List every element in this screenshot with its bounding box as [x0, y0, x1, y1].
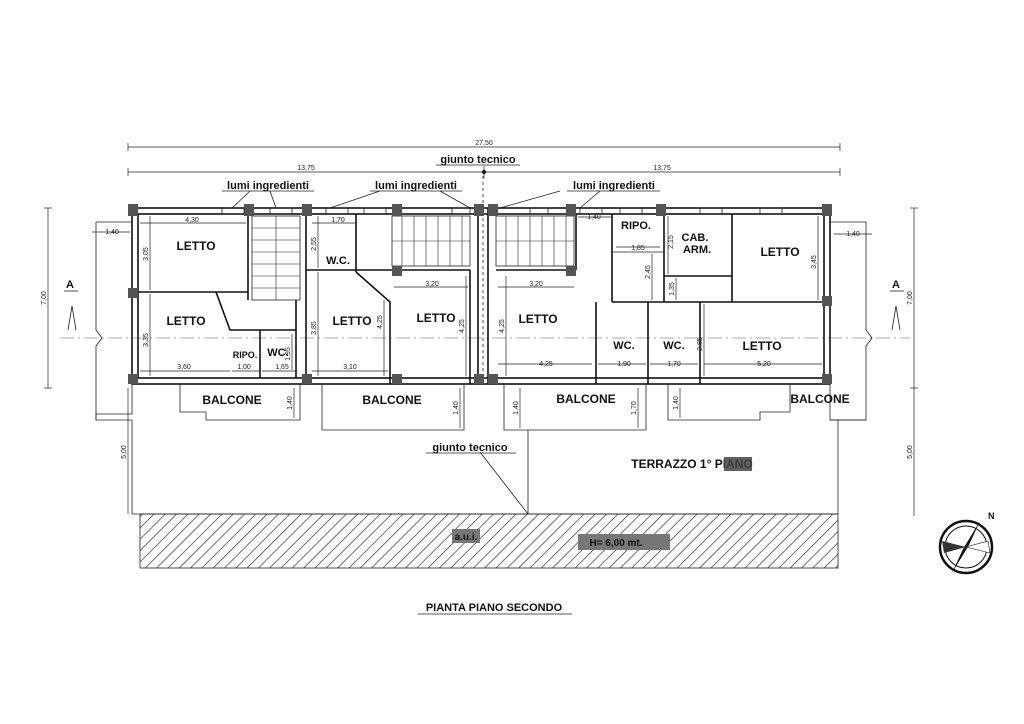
room-letto-1: LETTO [176, 239, 215, 253]
dim-1-70c: 1,70 [631, 401, 638, 415]
lower-right-dim: 5,00 [907, 445, 914, 459]
dim-1-40: 1,40 [587, 214, 601, 221]
lower-left-dim: 5,00 [121, 445, 128, 459]
dim-2-85: 2,85 [697, 337, 704, 351]
room-wc-1: WC. [267, 347, 288, 359]
dim-3-20b: 3,20 [529, 281, 543, 288]
dim-2-45: 2,45 [645, 265, 652, 279]
dim-1-40c: 1,40 [453, 401, 460, 415]
building-walls [95, 176, 873, 421]
dim-4-30: 4,30 [185, 217, 199, 224]
plan-title: PIANTA PIANO SECONDO [426, 602, 563, 614]
balcone-4: BALCONE [790, 392, 849, 406]
room-letto-2: LETTO [166, 314, 205, 328]
room-letto-7: LETTO [742, 339, 781, 353]
dim-4-25-bottom: 4,25 [539, 361, 553, 368]
side-dimensions: 7,00 7,00 5,00 5,00 [41, 207, 918, 516]
aui-label: a.u.i. [455, 532, 478, 543]
dim-3-05: 3,05 [143, 247, 150, 261]
room-letto-3: LETTO [332, 314, 371, 328]
room-dimensions: 4,30 3,05 3,35 3,60 1,00 1,65 1,95 1,70 … [140, 214, 822, 428]
half-right-dim: 13,75 [653, 165, 671, 172]
dim-3-20a: 3,20 [425, 281, 439, 288]
dim-1-40b: 1,40 [287, 396, 294, 410]
top-dimensions: 27,50 13,75 13,75 [127, 140, 841, 178]
dim-1-70b: 1,70 [667, 361, 681, 368]
dim-2-55: 2,55 [311, 237, 318, 251]
room-cab: CAB. [682, 232, 709, 244]
balcone-1: BALCONE [202, 393, 261, 407]
section-marker-left: A [66, 279, 74, 291]
total-width-dim: 27,50 [475, 140, 493, 147]
room-letto-4: LETTO [416, 311, 455, 325]
dim-5-20: 5,20 [757, 361, 771, 368]
dim-1-00: 1,00 [237, 364, 251, 371]
half-left-dim: 13,75 [297, 165, 315, 172]
compass-icon: N [938, 511, 995, 575]
light-label-center: lumi ingredienti [375, 180, 457, 192]
terrace-area [131, 420, 839, 569]
aui-hatch [139, 513, 839, 569]
right-height-dim: 7,00 [907, 291, 914, 305]
room-wc-3: WC. [613, 340, 634, 352]
dim-3-45: 3,45 [811, 255, 818, 269]
dim-4-25b: 4,25 [499, 319, 506, 333]
room-wc-4: WC. [663, 340, 684, 352]
room-wc-2: W.C. [326, 255, 350, 267]
left-height-dim: 7,00 [41, 291, 48, 305]
balcony-offset-right: 1,40 [846, 231, 860, 238]
dim-1-70a: 1,70 [331, 217, 345, 224]
room-arm: ARM. [683, 244, 711, 256]
dim-1-40d: 1,40 [513, 401, 520, 415]
height-label: H= 6,00 mt. [589, 538, 642, 549]
terrace-label: TERRAZZO 1° PIANO [631, 457, 752, 471]
dim-1-95: 1,95 [285, 347, 292, 361]
dim-4-25c: 4,25 [459, 319, 466, 333]
dim-1-65: 1,65 [275, 364, 289, 371]
light-label-right: lumi ingredienti [573, 180, 655, 192]
dim-1-85: 1,85 [631, 245, 645, 252]
dim-3-35: 3,35 [143, 333, 150, 347]
section-marker-right: A [892, 279, 900, 291]
dim-2-15: 2,15 [668, 235, 675, 249]
dim-3-60: 3,60 [177, 364, 191, 371]
joint-label-bottom: giunto tecnico [432, 442, 507, 454]
room-ripo-2: RIPO. [621, 220, 651, 232]
joint-label-top: giunto tecnico [440, 154, 515, 166]
dim-4-25a: 4,25 [377, 315, 384, 329]
dim-1-35: 1,35 [669, 282, 676, 296]
svg-text:N: N [988, 511, 995, 521]
room-letto-5: LETTO [518, 312, 557, 326]
balcony-offset-left: 1,40 [105, 229, 119, 236]
room-labels: LETTO LETTO RIPO. WC. W.C. LETTO LETTO L… [166, 220, 849, 407]
dim-1-40e: 1,40 [673, 396, 680, 410]
balconies [95, 384, 866, 431]
room-letto-6: LETTO [760, 245, 799, 259]
dim-3-10: 3,10 [343, 364, 357, 371]
balcone-2: BALCONE [362, 393, 421, 407]
light-label-left: lumi ingredienti [227, 180, 309, 192]
dim-1-90: 1,90 [617, 361, 631, 368]
balcone-3: BALCONE [556, 392, 615, 406]
room-ripo-1: RIPO. [233, 350, 258, 360]
dim-3-85: 3,85 [311, 321, 318, 335]
